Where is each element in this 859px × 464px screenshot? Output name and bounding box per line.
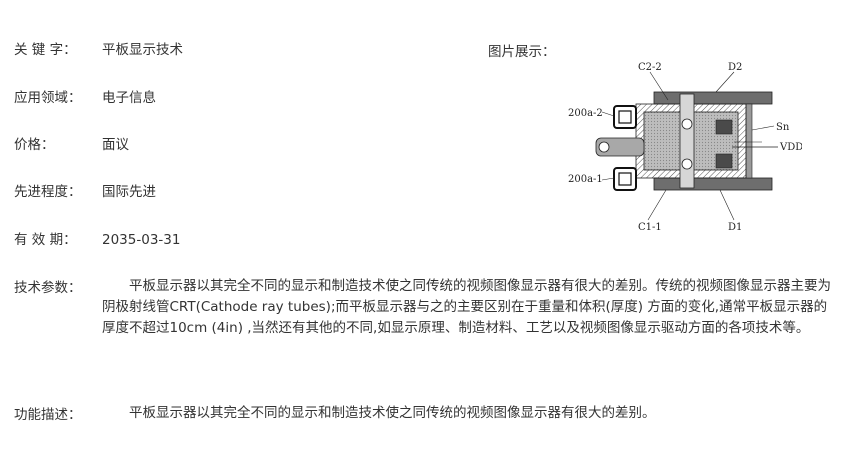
keyword-value: 平板显示技术 [102, 42, 183, 58]
callout-d1: D1 [728, 222, 742, 233]
left-connector [595, 137, 645, 157]
validity-label: 有 效 期： [14, 232, 77, 248]
tech-params-block: 技术参数： 平板显示器以其完全不同的显示和制造技术使之同传统的视频图像显示器有很… [14, 276, 832, 339]
top-electrode-d2 [653, 91, 773, 105]
validity-row: 有 效 期： 2035-03-31 [14, 228, 180, 248]
function-desc-block: 功能描述： 平板显示器以其完全不同的显示和制造技术使之同传统的视频图像显示器有很… [14, 403, 832, 424]
price-value: 面议 [102, 137, 129, 153]
callout-sn: Sn [776, 122, 790, 133]
function-desc-text: 平板显示器以其完全不同的显示和制造技术使之同传统的视频图像显示器有很大的差别。 [129, 405, 656, 421]
validity-value: 2035-03-31 [102, 232, 181, 248]
callout-c1-1: C1-1 [638, 222, 662, 233]
callout-200a-1: 200a-1 [568, 174, 603, 185]
image-showcase-label: 图片展示： [488, 44, 556, 60]
price-row: 价格： 面议 [14, 133, 129, 153]
device-structure-diagram: C2-2 D2 200a-2 Sn VDD 200a-1 C1-1 D1 [568, 62, 802, 233]
keyword-label: 关 键 字： [14, 42, 77, 58]
level-value: 国际先进 [102, 184, 156, 200]
gate-bar [679, 93, 695, 189]
domain-value: 电子信息 [102, 90, 156, 106]
bottom-electrode-d1 [653, 177, 773, 191]
callout-d2: D2 [728, 62, 742, 73]
keyword-row: 关 键 字： 平板显示技术 [14, 38, 183, 58]
callout-vdd: VDD [779, 142, 802, 153]
level-label: 先进程度： [14, 184, 82, 200]
function-desc-label: 功能描述： [14, 407, 82, 423]
tech-params-text: 平板显示器以其完全不同的显示和制造技术使之同传统的视频图像显示器有很大的差别。传… [102, 278, 831, 336]
callout-c2-2: C2-2 [638, 62, 662, 73]
price-label: 价格： [14, 137, 55, 153]
domain-label: 应用领域： [14, 90, 82, 106]
tech-params-label: 技术参数： [14, 280, 82, 296]
domain-row: 应用领域： 电子信息 [14, 86, 156, 106]
level-row: 先进程度： 国际先进 [14, 180, 156, 200]
callout-200a-2: 200a-2 [568, 108, 603, 119]
